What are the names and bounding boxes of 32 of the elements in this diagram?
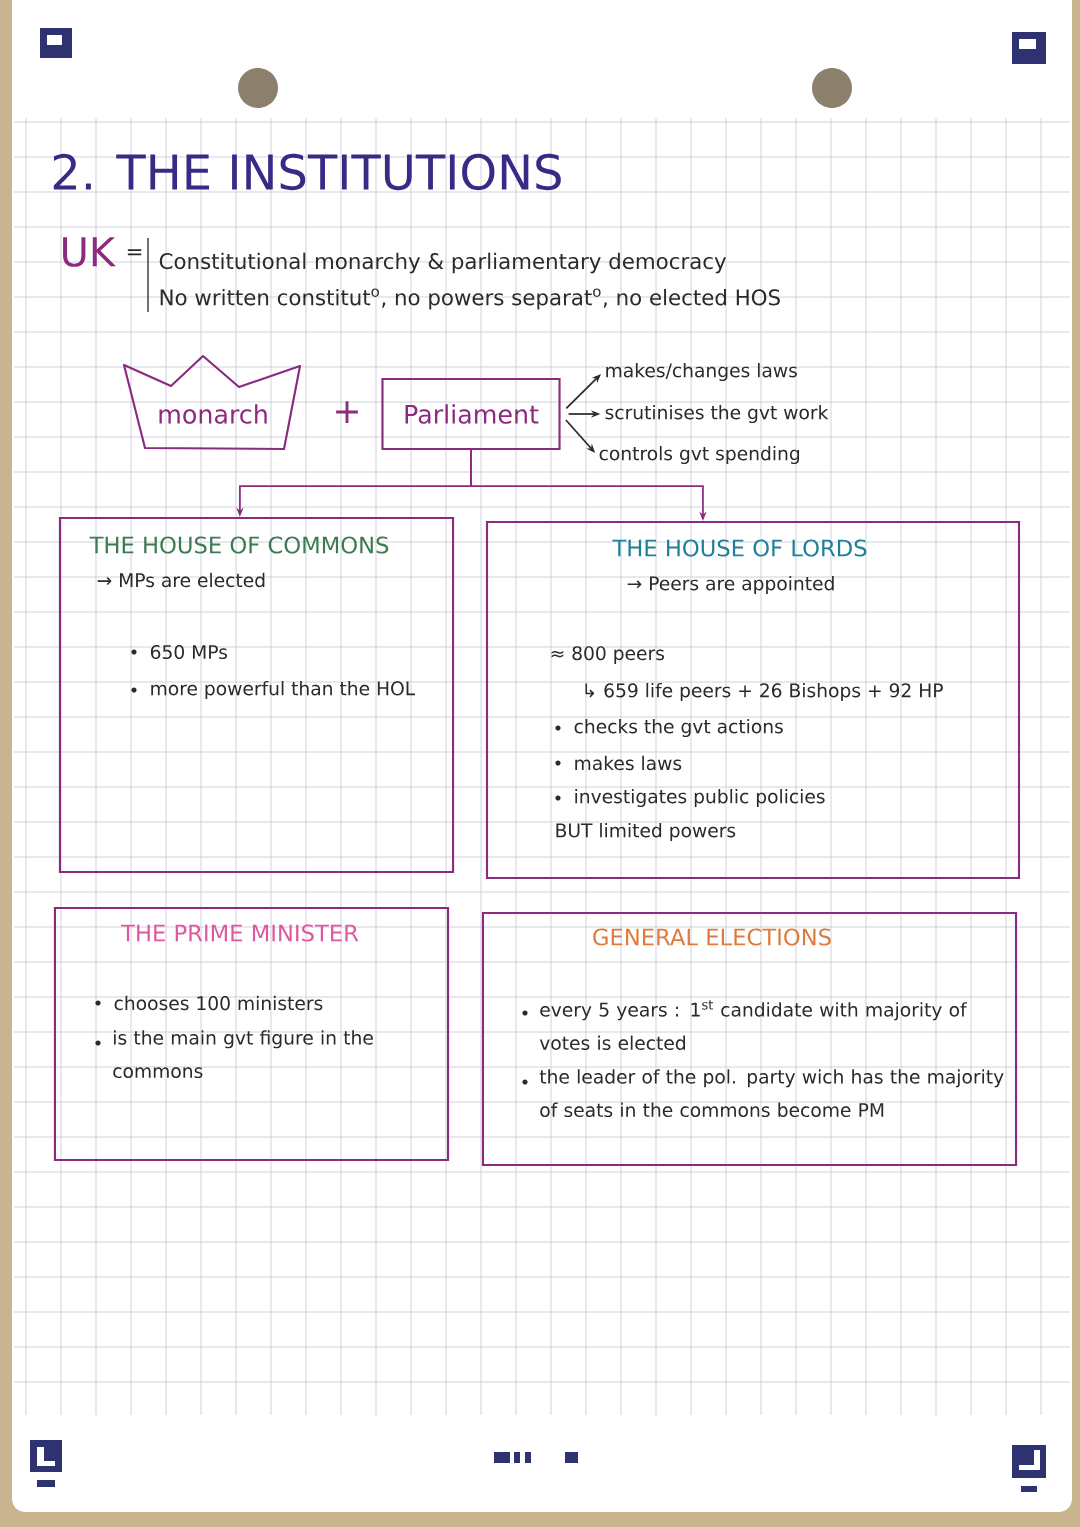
plus-sign: + — [336, 401, 358, 423]
bullet-text: makes laws — [575, 755, 682, 771]
note-text: → MPs are elected — [97, 572, 265, 588]
section-box — [485, 520, 1021, 880]
section-heading: THE HOUSE OF COMMONS — [89, 536, 389, 554]
process-box: Parliament — [381, 377, 561, 451]
bullet-text: 650 MPs — [150, 644, 227, 660]
subject-label: UK — [63, 237, 116, 267]
section-heading: GENERAL ELECTIONS — [593, 928, 831, 946]
bullet-text: checks the gvt actions — [574, 719, 783, 738]
note-text: Constitutional monarchy & parliamentary democracy — [159, 252, 726, 274]
bullet-text: is the main gvt figure in the commons — [113, 1030, 373, 1079]
crown-box: monarch — [122, 354, 302, 451]
annotation-text: controls gvt spending — [599, 446, 800, 465]
section-box — [53, 906, 450, 1162]
bullet-text: the leader of the pol. party wich has the majority of seats in the commons become PM — [539, 1069, 1004, 1118]
annotation-text: makes/changes laws — [606, 363, 797, 382]
note-text: ↳ 659 life peers + 26 Bishops + 92 HP — [585, 683, 943, 702]
bullet-text: more powerful than the HOL — [151, 681, 416, 700]
note-text: BUT limited powers — [556, 823, 736, 842]
bullet-text: chooses 100 ministers — [114, 995, 323, 1011]
note-text: No written constitut$^{o}$, no powers separat$^{o}$, no elected HOS — [160, 288, 780, 310]
bullet-text: investigates public policies — [575, 789, 825, 808]
annotation-text: scrutinises the gvt work — [605, 405, 829, 424]
section-heading: THE PRIME MINISTER — [121, 924, 359, 942]
section-box — [481, 911, 1018, 1167]
note-text: → Peers are appointed — [627, 576, 834, 595]
section-box — [58, 516, 455, 874]
title: 2. THE INSTITUTIONS — [53, 153, 561, 191]
note-text: ≈ 800 peers — [551, 646, 664, 664]
section-heading: THE HOUSE OF LORDS — [612, 539, 867, 557]
equals-sign: = — [127, 249, 142, 256]
